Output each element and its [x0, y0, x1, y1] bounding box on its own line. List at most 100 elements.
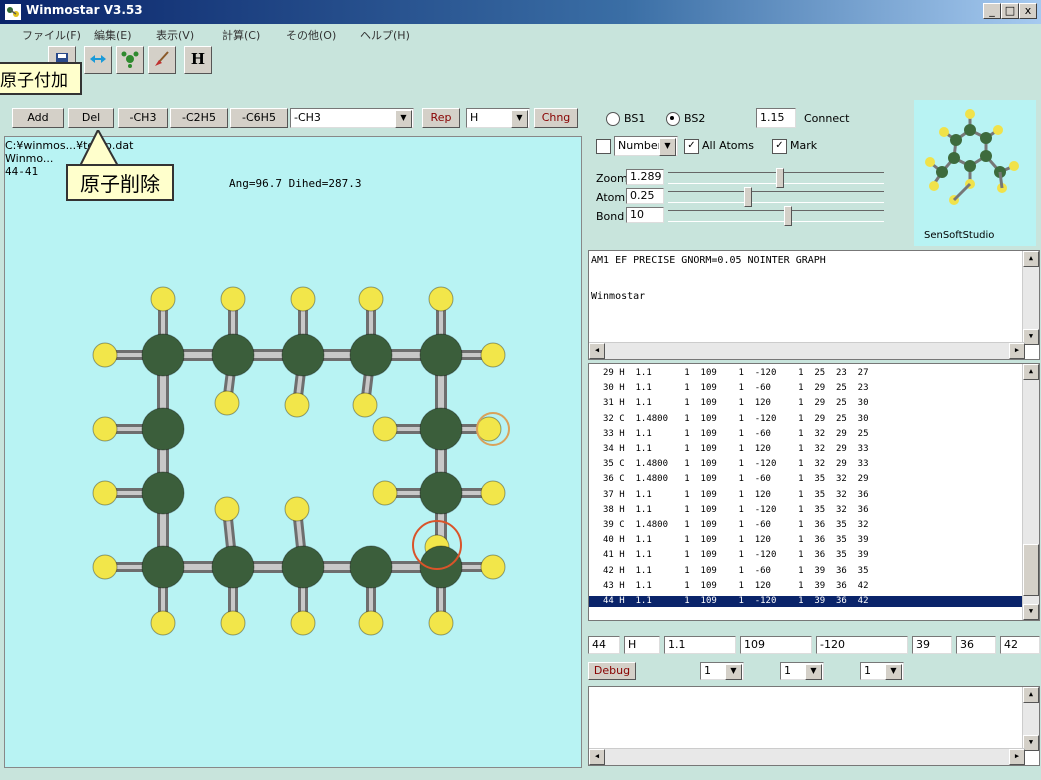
distance-input[interactable]: 1.1 — [664, 636, 736, 654]
bs2-radio[interactable] — [666, 112, 680, 126]
ch3-button[interactable]: -CH3 — [118, 108, 168, 128]
zoom-slider-thumb[interactable] — [776, 168, 784, 188]
carbon-atom[interactable] — [419, 545, 463, 589]
hydrogen-atom[interactable] — [372, 480, 398, 506]
zmatrix-row[interactable]: 40 H 1.1 1 109 1 120 1 36 35 39 — [603, 535, 869, 546]
bs-value-input[interactable]: 1.15 — [756, 108, 796, 128]
dihedral-input[interactable]: -120 — [816, 636, 908, 654]
bond-slider-thumb[interactable] — [784, 206, 792, 226]
select-2[interactable]: 1 ▼ — [780, 662, 824, 680]
hydrogen-atom[interactable] — [480, 342, 506, 368]
zmatrix-row[interactable]: 32 C 1.4800 1 109 1 -120 1 29 25 30 — [603, 413, 869, 424]
zoom-input[interactable]: 1.289 — [626, 169, 664, 185]
keywords-vscroll[interactable]: ▲ ▼ — [1022, 251, 1039, 345]
replace-button[interactable]: Rep — [422, 108, 460, 128]
menu-edit[interactable]: 編集(E) — [94, 29, 132, 42]
atom-size-input[interactable]: 0.25 — [626, 188, 664, 204]
hydrogen-atom[interactable] — [214, 496, 240, 522]
zmatrix-row[interactable]: 33 H 1.1 1 109 1 -60 1 32 29 25 — [603, 428, 869, 439]
hydrogen-atom[interactable] — [480, 480, 506, 506]
carbon-atom[interactable] — [419, 333, 463, 377]
zmatrix-row[interactable]: 37 H 1.1 1 109 1 120 1 35 32 36 — [603, 489, 869, 500]
select-1[interactable]: 1 ▼ — [700, 662, 744, 680]
hydrogen-atom[interactable] — [372, 416, 398, 442]
hydrogen-atom[interactable] — [352, 392, 378, 418]
scroll-up-icon[interactable]: ▲ — [1023, 251, 1039, 267]
carbon-atom[interactable] — [141, 407, 185, 451]
scroll-down-icon[interactable]: ▼ — [1023, 329, 1039, 345]
connect3-input[interactable]: 42 — [1000, 636, 1040, 654]
add-hydrogen-button[interactable]: H — [184, 46, 212, 74]
scroll-up-icon[interactable]: ▲ — [1023, 687, 1039, 703]
scroll-thumb[interactable] — [1023, 544, 1039, 596]
hydrogen-atom[interactable] — [92, 554, 118, 580]
carbon-atom[interactable] — [141, 471, 185, 515]
keywords-textarea[interactable]: AM1 EF PRECISE GNORM=0.05 NOINTER GRAPH … — [588, 250, 1040, 360]
bs1-radio[interactable] — [606, 112, 620, 126]
scroll-up-icon[interactable]: ▲ — [1023, 364, 1039, 380]
menu-calc[interactable]: 計算(C) — [222, 29, 261, 42]
carbon-atom[interactable] — [349, 545, 393, 589]
minimize-button[interactable]: _ — [983, 3, 1001, 19]
hydrogen-atom[interactable] — [358, 610, 384, 636]
zmatrix-row[interactable]: 35 C 1.4800 1 109 1 -120 1 32 29 33 — [603, 459, 869, 470]
hydrogen-atom[interactable] — [480, 554, 506, 580]
output-hscroll[interactable]: ◀ ▶ — [589, 748, 1025, 765]
menu-help[interactable]: ヘルプ(H) — [360, 29, 410, 42]
menu-view[interactable]: 表示(V) — [156, 29, 195, 42]
carbon-atom[interactable] — [281, 333, 325, 377]
atom-slider-thumb[interactable] — [744, 187, 752, 207]
c2h5-button[interactable]: -C2H5 — [170, 108, 228, 128]
hydrogen-atom[interactable] — [92, 480, 118, 506]
zmatrix-row[interactable]: 39 C 1.4800 1 109 1 -60 1 36 35 32 — [603, 520, 869, 530]
hydrogen-atom[interactable] — [290, 610, 316, 636]
maximize-button[interactable]: □ — [1001, 3, 1019, 19]
hydrogen-atom[interactable] — [428, 610, 454, 636]
connect2-input[interactable]: 36 — [956, 636, 996, 654]
zmatrix-list[interactable]: 29 H 1.1 1 109 1 -120 1 25 23 27 30 H 1.1… — [588, 363, 1040, 621]
scroll-down-icon[interactable]: ▼ — [1023, 604, 1039, 620]
zoom-slider[interactable] — [668, 168, 884, 188]
menu-other[interactable]: その他(O) — [286, 29, 337, 42]
scroll-left-icon[interactable]: ◀ — [589, 343, 605, 359]
c6h5-button[interactable]: -C6H5 — [230, 108, 288, 128]
select-3[interactable]: 1 ▼ — [860, 662, 904, 680]
debug-button[interactable]: Debug — [588, 662, 636, 680]
connect1-input[interactable]: 39 — [912, 636, 952, 654]
menu-file[interactable]: ファイル(F) — [22, 29, 81, 42]
close-button[interactable]: x — [1019, 3, 1037, 19]
molecule-canvas[interactable]: C:¥winmos...¥temp.dat Winmo... 44-41 Ang… — [4, 136, 582, 768]
output-textarea[interactable]: ▲ ▼ ◀ ▶ — [588, 686, 1040, 766]
atom-select[interactable]: H ▼ — [466, 108, 530, 128]
hydrogen-atom[interactable] — [284, 392, 310, 418]
zmatrix-row[interactable]: 36 C 1.4800 1 109 1 -60 1 35 32 29 — [603, 474, 869, 485]
scroll-down-icon[interactable]: ▼ — [1023, 735, 1039, 751]
number-select[interactable]: Number ▼ — [614, 136, 678, 156]
hydrogen-atom[interactable] — [284, 496, 310, 522]
molecule-button[interactable] — [116, 46, 144, 74]
add-button[interactable]: Add — [12, 108, 64, 128]
molecule-view[interactable] — [5, 137, 583, 769]
zmatrix-row[interactable]: 29 H 1.1 1 109 1 -120 1 25 23 27 — [603, 368, 869, 378]
hydrogen-atom[interactable] — [358, 286, 384, 312]
scroll-right-icon[interactable]: ▶ — [1009, 343, 1025, 359]
keywords-hscroll[interactable]: ◀ ▶ — [589, 342, 1025, 359]
hydrogen-atom[interactable] — [290, 286, 316, 312]
zmatrix-row[interactable]: 38 H 1.1 1 109 1 -120 1 35 32 36 — [603, 504, 869, 515]
zmatrix-row[interactable]: 30 H 1.1 1 109 1 -60 1 29 25 23 — [603, 383, 869, 394]
hydrogen-atom[interactable] — [92, 416, 118, 442]
carbon-atom[interactable] — [211, 333, 255, 377]
hydrogen-atom[interactable] — [428, 286, 454, 312]
atom-slider[interactable] — [668, 187, 884, 207]
zmatrix-row[interactable]: 41 H 1.1 1 109 1 -120 1 36 35 39 — [603, 550, 869, 561]
carbon-atom[interactable] — [281, 545, 325, 589]
angle-input[interactable]: 109 — [740, 636, 812, 654]
element-input[interactable]: H — [624, 636, 660, 654]
scroll-right-icon[interactable]: ▶ — [1009, 749, 1025, 765]
zmatrix-row[interactable]: 43 H 1.1 1 109 1 120 1 39 36 42 — [603, 580, 869, 591]
hydrogen-atom[interactable] — [220, 610, 246, 636]
carbon-atom[interactable] — [419, 407, 463, 451]
all-atoms-checkbox[interactable]: ✓ — [684, 139, 699, 154]
carbon-atom[interactable] — [141, 545, 185, 589]
zmatrix-row[interactable]: 44 H 1.1 1 109 1 -120 1 39 36 42 — [589, 596, 1037, 607]
